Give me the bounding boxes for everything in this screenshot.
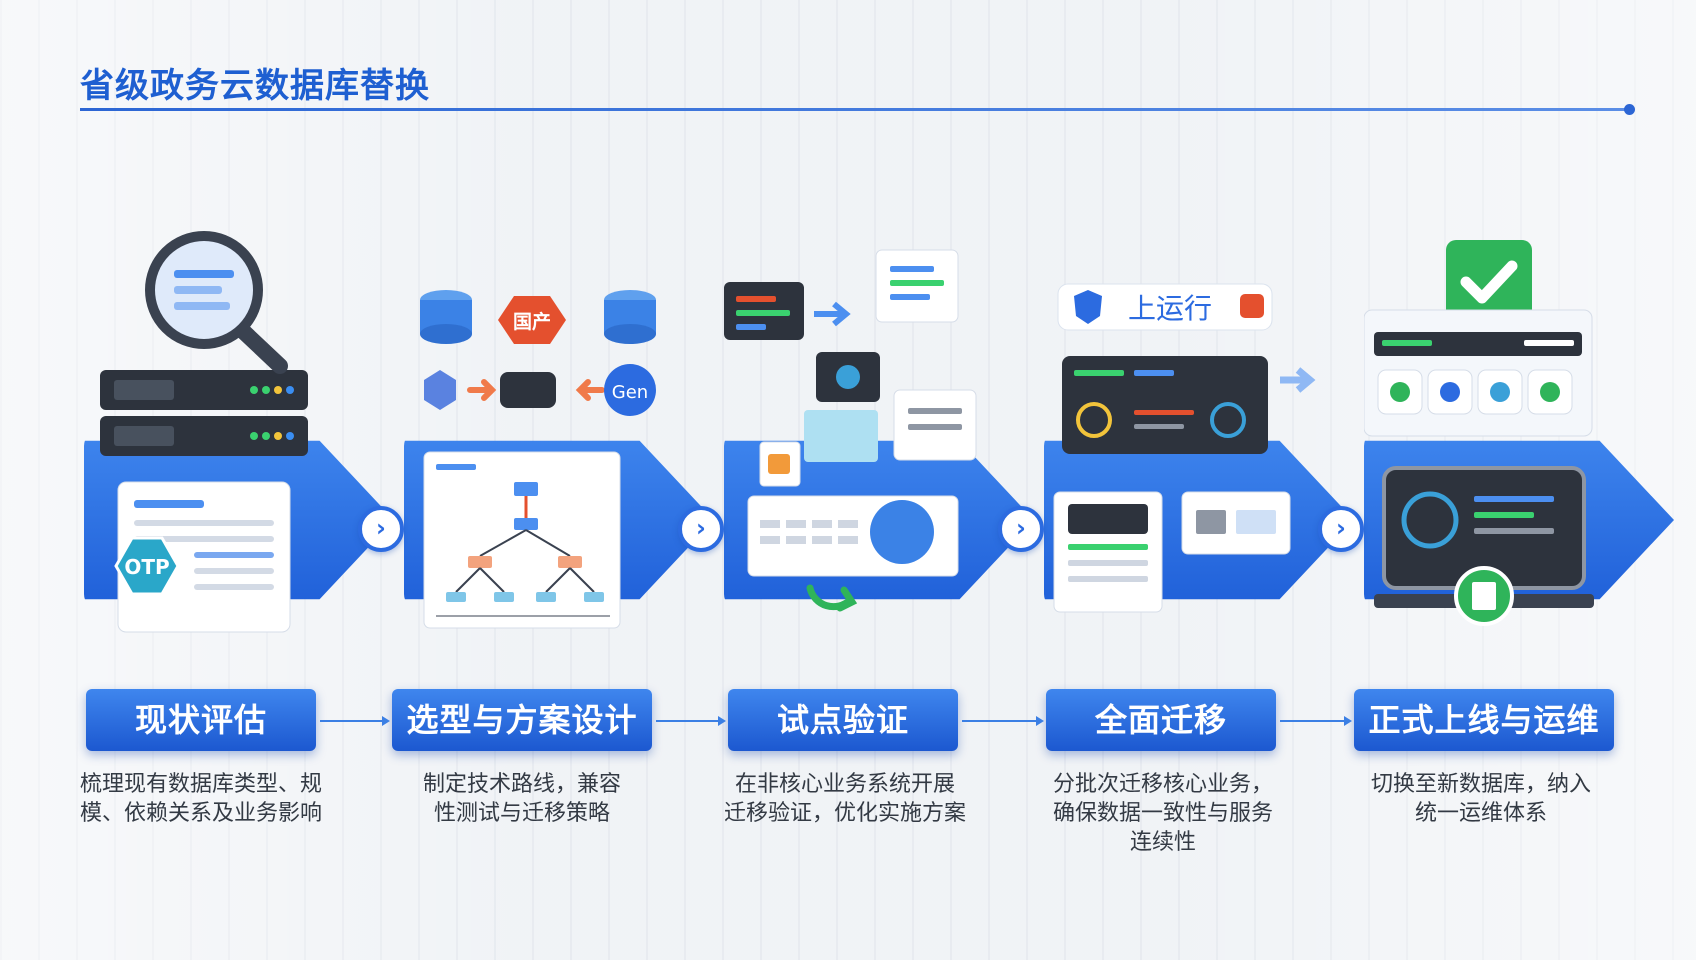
step-description-4: 分批次迁移核心业务， 确保数据一致性与服务 连续性 <box>1018 770 1308 857</box>
stage-1-illustration: OTP <box>100 231 308 633</box>
otp-badge: OTP <box>124 555 169 579</box>
stage-2: 国产 Gen <box>404 0 724 960</box>
flow-arrow <box>962 716 1044 726</box>
step-label-3: 试点验证 <box>728 689 958 751</box>
chevron-right-icon: › <box>998 506 1044 552</box>
chevron-right-icon: › <box>678 506 724 552</box>
desc-line: 制定技术路线，兼容 <box>422 772 621 797</box>
step-label-1: 现状评估 <box>86 689 316 751</box>
stage-4: 上运行 <box>1044 0 1364 960</box>
stage-5 <box>1364 0 1684 960</box>
desc-line: 连续性 <box>1129 830 1196 855</box>
chevron-right-icon: › <box>358 506 404 552</box>
desc-line: 分批次迁移核心业务， <box>1052 772 1273 797</box>
flowchart-icon <box>423 451 621 629</box>
stage-2-illustration: 国产 Gen <box>420 290 656 629</box>
desc-line: 梳理现有数据库类型、规 <box>79 772 322 797</box>
step-description-1: 梳理现有数据库类型、规 模、依赖关系及业务影响 <box>56 770 346 828</box>
stage-1: OTP <box>84 0 404 960</box>
desc-line: 切换至新数据库，纳入 <box>1370 772 1591 797</box>
flow-arrow <box>1280 716 1352 726</box>
step-label-2: 选型与方案设计 <box>392 689 652 751</box>
online-running-label: 上运行 <box>1128 292 1212 325</box>
step-label-5: 正式上线与运维 <box>1354 689 1614 751</box>
stage-3 <box>724 0 1044 960</box>
desc-line: 统一运维体系 <box>1414 801 1547 826</box>
stage-5-illustration <box>1364 240 1594 626</box>
page-title: 省级政务云数据库替换 <box>80 66 430 106</box>
flow-arrow <box>320 716 390 726</box>
magnifier-icon <box>145 231 288 374</box>
step-label-4: 全面迁移 <box>1046 689 1276 751</box>
flow-arrow <box>656 716 726 726</box>
dashboard-icon <box>1062 356 1268 454</box>
stage-4-illustration: 上运行 <box>1053 283 1316 613</box>
title-rule <box>80 108 1630 111</box>
desc-line: 迁移验证，优化实施方案 <box>723 801 966 826</box>
gen-badge: Gen <box>612 382 648 403</box>
database-icon <box>420 290 656 344</box>
desc-line: 模、依赖关系及业务影响 <box>79 801 322 826</box>
title-rule-dot <box>1624 104 1635 115</box>
desc-line: 确保数据一致性与服务 <box>1052 801 1273 826</box>
server-icon <box>100 370 308 456</box>
domestic-db-badge: 国产 <box>513 310 551 333</box>
step-description-5: 切换至新数据库，纳入 统一运维体系 <box>1336 770 1626 828</box>
chevron-right-icon: › <box>1318 506 1364 552</box>
desc-line: 性测试与迁移策略 <box>433 801 610 826</box>
step-description-2: 制定技术路线，兼容 性测试与迁移策略 <box>377 770 667 828</box>
step-description-3: 在非核心业务系统开展 迁移验证，优化实施方案 <box>700 770 990 828</box>
stage-3-illustration <box>724 249 977 612</box>
desc-line: 在非核心业务系统开展 <box>734 772 955 797</box>
